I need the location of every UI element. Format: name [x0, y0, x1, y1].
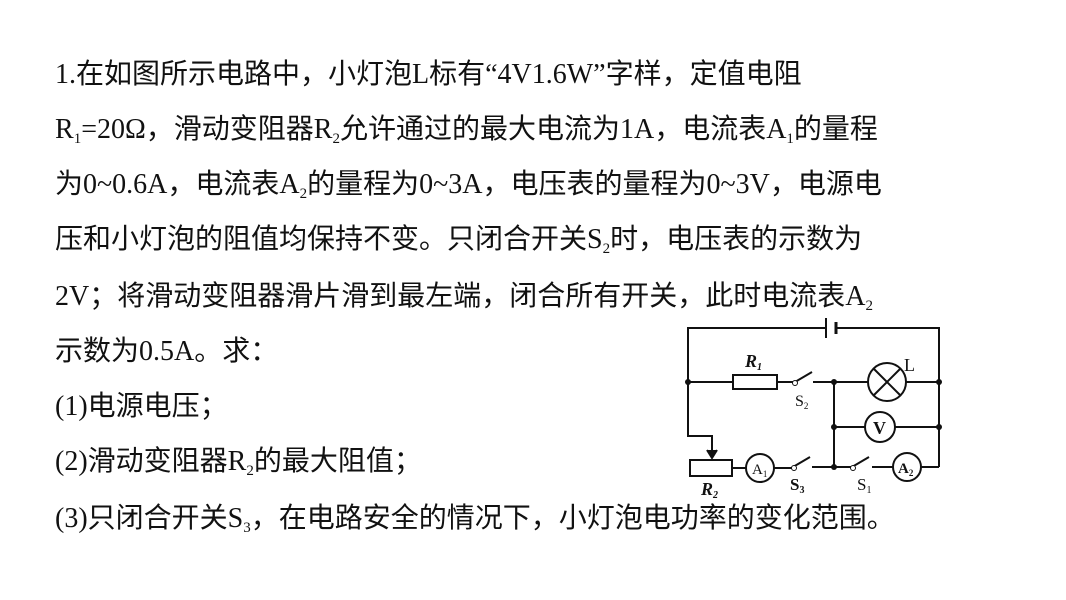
text-segment: 压和小灯泡的阻值均保持不变。只闭合开关S [55, 224, 603, 255]
subscript: 2 [865, 298, 873, 314]
text-segment: (2)滑动变阻器R [55, 446, 247, 477]
subscript: 3 [243, 520, 251, 536]
svg-text:S2: S2 [795, 393, 808, 411]
label-r2: R [700, 479, 713, 499]
text-segment: 时，电压表的示数为 [610, 224, 863, 255]
text-segment: R [55, 114, 74, 145]
problem-line: 压和小灯泡的阻值均保持不变。只闭合开关S2时，电压表的示数为 [55, 223, 862, 257]
text-segment: ，在电路安全的情况下，小灯泡电功率的变化范围。 [250, 503, 895, 534]
text-segment: 示数为0.5A。求： [55, 336, 279, 367]
resistor-r1 [732, 374, 778, 390]
text-segment: (3)只闭合开关S [55, 503, 244, 534]
label-r1: R [744, 351, 757, 371]
label-r1-sub: 1 [757, 362, 762, 373]
label-s2-sub: 2 [804, 401, 809, 411]
subscript: 2 [246, 463, 254, 479]
subscript: 2 [299, 186, 308, 202]
subscript: 1 [73, 131, 82, 147]
label-a2: A [898, 461, 909, 477]
label-a2-sub: 2 [909, 468, 914, 478]
subscript: 2 [602, 241, 611, 257]
voltmeter-icon [864, 411, 896, 443]
label-r2-sub: 2 [712, 490, 718, 501]
text-segment: 1.在如图所示电路中，小灯泡L标有“4V1.6W”字样，定值电阻 [55, 59, 802, 90]
problem-line: (3)只闭合开关S3，在电路安全的情况下，小灯泡电功率的变化范围。 [55, 502, 895, 536]
text-segment: 2V；将滑动变阻器滑片滑到最左端，闭合所有开关，此时电流表A [55, 281, 866, 312]
svg-text:A1: A1 [752, 462, 767, 479]
problem-line: 1.在如图所示电路中，小灯泡L标有“4V1.6W”字样，定值电阻 [55, 58, 802, 92]
text-segment: 允许通过的最大电流为1A，电流表A [339, 114, 787, 145]
svg-text:R1: R1 [744, 351, 762, 373]
label-s1: S [857, 475, 866, 494]
text-segment: (1)电源电压； [55, 391, 228, 422]
svg-text:S3: S3 [790, 475, 804, 496]
svg-text:R2: R2 [700, 479, 718, 501]
problem-line: 2V；将滑动变阻器滑片滑到最左端，闭合所有开关，此时电流表A2 [55, 280, 873, 314]
text-segment: 的量程为0~3A，电压表的量程为0~3V，电源电 [307, 169, 882, 200]
junction-dots [685, 379, 942, 471]
rheostat-r2 [689, 459, 733, 477]
subscript: 2 [332, 131, 340, 147]
switch-s2 [794, 371, 813, 383]
label-s1-sub: 1 [866, 485, 871, 496]
svg-text:S1: S1 [857, 475, 871, 496]
label-a1: A [752, 462, 763, 478]
label-s3-sub: 3 [799, 485, 804, 496]
wire-top [687, 327, 940, 467]
label-s3: S [790, 475, 799, 494]
label-a1-sub: 1 [763, 469, 768, 479]
switch-s1 [851, 456, 870, 468]
lamp-icon [867, 362, 907, 402]
text-segment: 为0~0.6A，电流表A [55, 169, 300, 200]
text-segment: 的最大阻值； [253, 446, 422, 477]
subscript: 1 [786, 131, 794, 147]
problem-line: (1)电源电压； [55, 390, 228, 424]
label-voltmeter: V [873, 418, 886, 438]
text-segment: 的量程 [793, 114, 878, 145]
problem-line: R1=20Ω，滑动变阻器R2允许通过的最大电流为1A，电流表A1的量程 [55, 113, 878, 147]
text-segment: =20Ω，滑动变阻器R [81, 114, 333, 145]
label-s2: S [795, 393, 804, 410]
switch-s3 [792, 456, 811, 468]
problem-line: 示数为0.5A。求： [55, 335, 278, 369]
svg-text:A2: A2 [898, 461, 914, 478]
problem-line: (2)滑动变阻器R2的最大阻值； [55, 445, 422, 479]
problem-line: 为0~0.6A，电流表A2的量程为0~3A，电压表的量程为0~3V，电源电 [55, 168, 882, 202]
label-lamp: L [904, 355, 915, 375]
